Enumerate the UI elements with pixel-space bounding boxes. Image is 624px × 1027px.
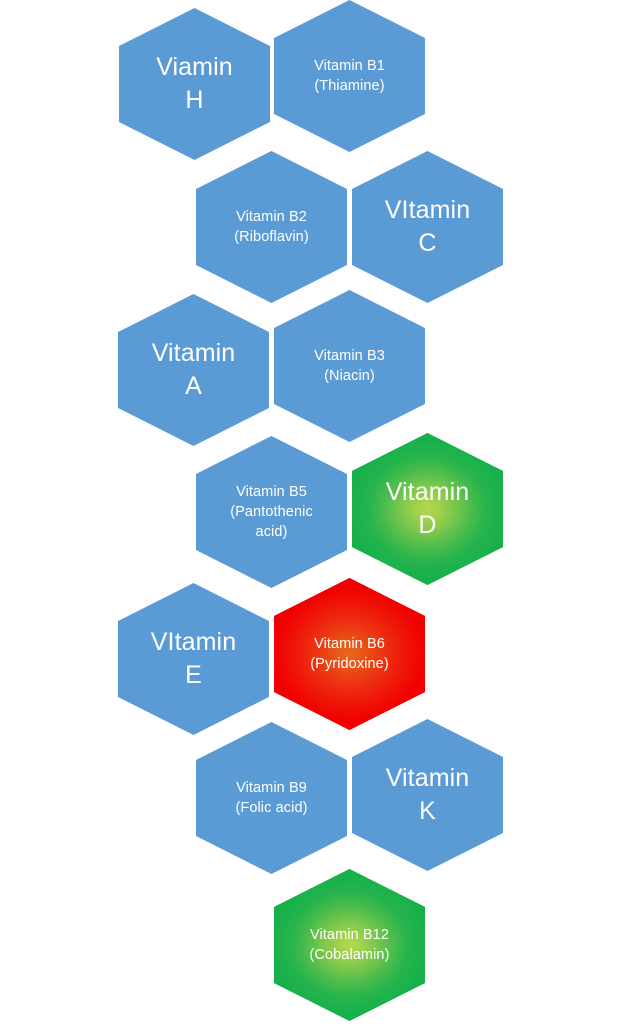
hexagon-label: Viamin H: [156, 52, 233, 115]
hexagon-vitamin-k[interactable]: Vitamin K: [352, 719, 503, 871]
hexagon-label: VItamin E: [150, 627, 237, 690]
hexagon-vitamin-b3[interactable]: Vitamin B3 (Niacin): [274, 290, 425, 442]
hexagon-vitamin-e[interactable]: VItamin E: [118, 583, 269, 735]
hexagon-vitamin-b5[interactable]: Vitamin B5 (Pantothenic acid): [196, 436, 347, 588]
hexagon-vitamin-b6[interactable]: Vitamin B6 (Pyridoxine): [274, 578, 425, 730]
hexagon-label: Vitamin B3 (Niacin): [314, 348, 385, 384]
hexagon-label: Vitamin B5 (Pantothenic acid): [230, 484, 313, 540]
hexagon-label: Vitamin B9 (Folic acid): [235, 780, 308, 816]
hexagon-vitamin-b12[interactable]: Vitamin B12 (Cobalamin): [274, 869, 425, 1021]
hexagon-label: Vitamin B1 (Thiamine): [314, 58, 385, 94]
hexagon-label: Vitamin B12 (Cobalamin): [309, 927, 390, 963]
hexagon-label: VItamin C: [384, 195, 471, 258]
hexagon-label: Vitamin B6 (Pyridoxine): [310, 636, 389, 672]
hexagon-label: Vitamin D: [385, 477, 470, 540]
hexagon-vitamin-d[interactable]: Vitamin D: [352, 433, 503, 585]
hexagon-vitamin-c[interactable]: VItamin C: [352, 151, 503, 303]
hexagon-vitamin-h[interactable]: Viamin H: [119, 8, 270, 160]
hexagon-label: Vitamin B2 (Riboflavin): [234, 209, 309, 245]
hexagon-label: Vitamin A: [151, 338, 236, 401]
hexagon-vitamin-a[interactable]: Vitamin A: [118, 294, 269, 446]
hexagon-vitamin-b1[interactable]: Vitamin B1 (Thiamine): [274, 0, 425, 152]
hexagon-vitamin-b9[interactable]: Vitamin B9 (Folic acid): [196, 722, 347, 874]
hexagon-vitamin-b2[interactable]: Vitamin B2 (Riboflavin): [196, 151, 347, 303]
hexagon-label: Vitamin K: [385, 763, 470, 826]
